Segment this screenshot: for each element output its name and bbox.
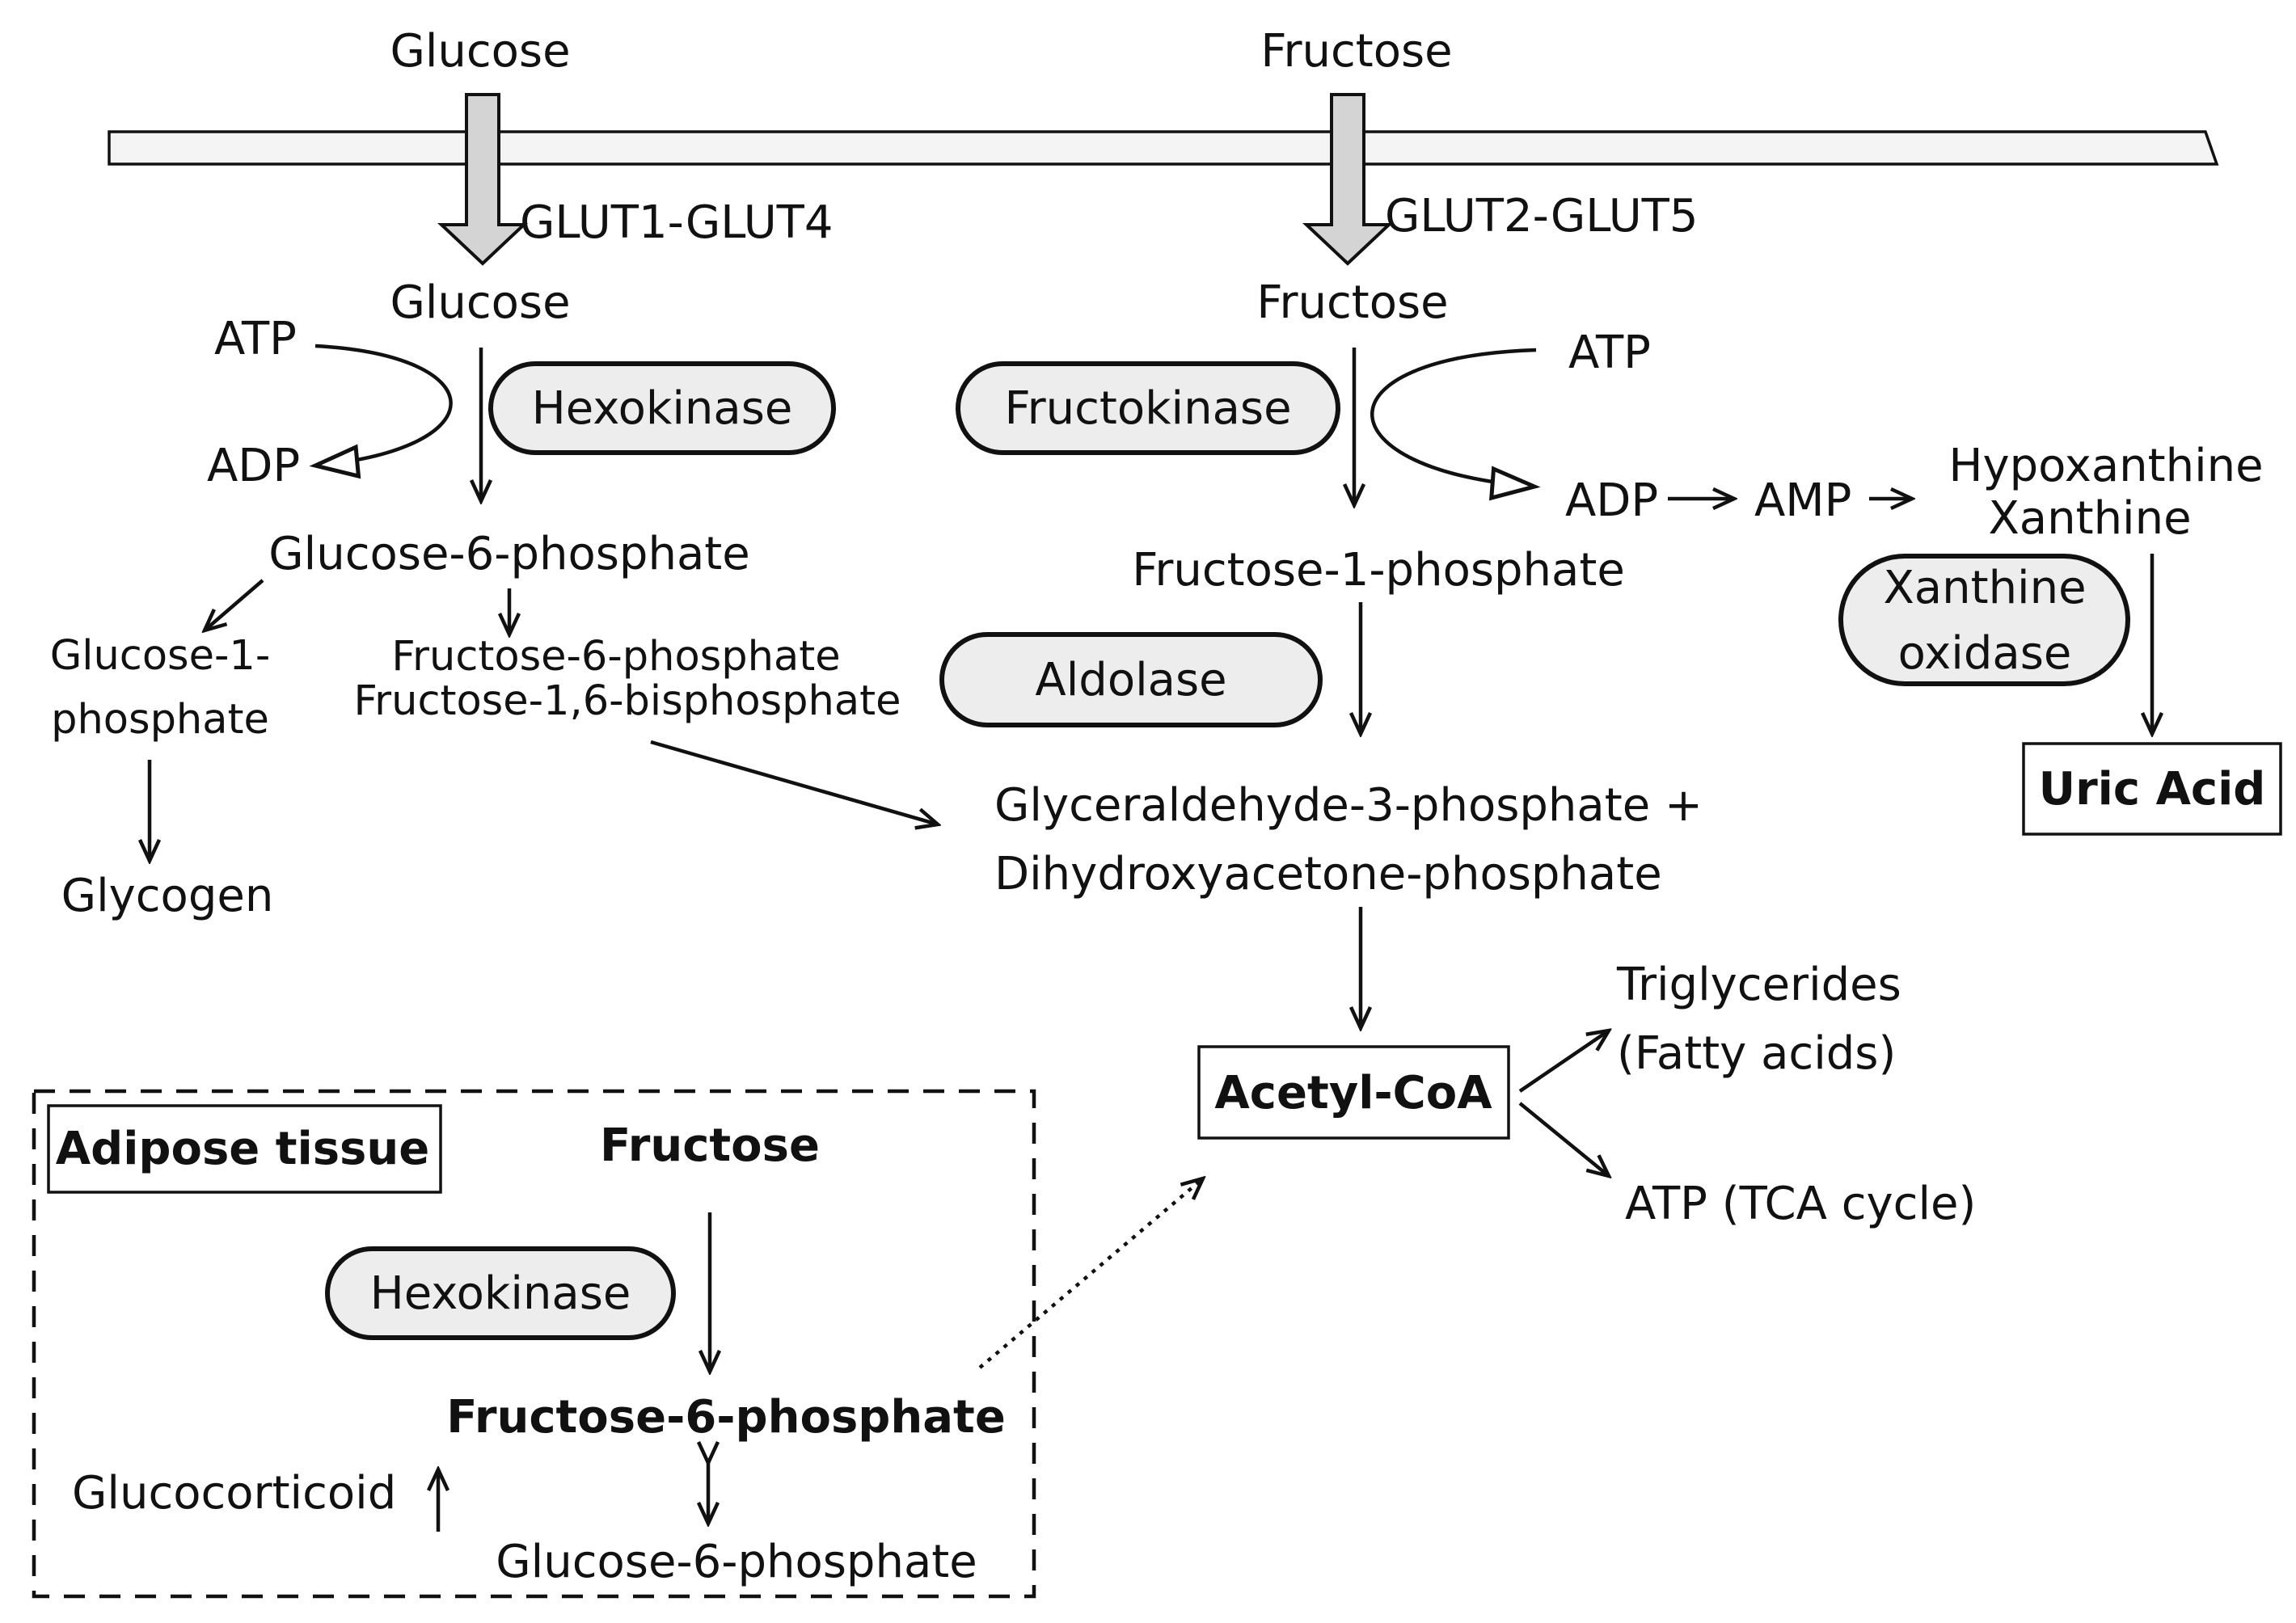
adipose-title: Adipose tissue <box>56 1123 429 1175</box>
acetylcoa-to-atp-arrow <box>1518 1102 1609 1176</box>
fructose-atp-to-adp-curve <box>1370 348 1541 501</box>
adipose-tissue-panel <box>32 1089 1036 1599</box>
fructose-adp-label: ADP <box>1565 474 1658 527</box>
f6p-label: Fructose-6-phosphate <box>391 633 840 681</box>
uric-acid-label: Uric Acid <box>2039 763 2266 816</box>
g6p-to-g1p-arrow <box>205 579 264 630</box>
xanthine-oxidase-label-line1: Xanthine <box>1883 562 2086 614</box>
glucocorticoid-label: Glucocorticoid <box>72 1467 396 1520</box>
xanthine-oxidase-label-line2: oxidase <box>1898 627 2072 680</box>
adipose-hexokinase-label: Hexokinase <box>370 1267 631 1320</box>
adipose-f6p-to-acetylcoa-dotted-arrow <box>978 1178 1203 1369</box>
fructose-inside-label: Fructose <box>1256 276 1448 329</box>
glucose-outside-label: Glucose <box>390 25 570 78</box>
fructokinase-label: Fructokinase <box>1004 382 1291 435</box>
g1p-label-line1: Glucose-1- <box>50 632 270 680</box>
hypoxanthine-label: Hypoxanthine <box>1948 440 2263 492</box>
aldolase-pill <box>939 632 1323 727</box>
adipose-fructose-label: Fructose <box>600 1119 820 1172</box>
glucose-atp-label: ATP <box>214 313 297 365</box>
g6p-label: Glucose-6-phosphate <box>268 528 749 580</box>
fatty-acids-label: (Fatty acids) <box>1617 1027 1896 1080</box>
adipose-title-box <box>47 1104 442 1194</box>
f16bp-label: Fructose-1,6-bisphosphate <box>354 677 901 725</box>
acetyl-coa-box <box>1197 1045 1510 1140</box>
f16bp-to-g3p-arrow <box>650 740 938 824</box>
glucose-transport-arrow <box>437 93 529 266</box>
glut-glucose-label: GLUT1-GLUT4 <box>520 196 834 249</box>
glucose-adp-label: ADP <box>207 440 300 492</box>
uric-acid-box <box>2022 742 2282 836</box>
hexokinase-pill <box>488 361 836 455</box>
xanthine-oxidase-pill <box>1838 554 2130 686</box>
g1p-label-line2: phosphate <box>51 696 269 744</box>
xanthine-label: Xanthine <box>1988 492 2191 545</box>
atp-to-adp-curve <box>309 344 453 479</box>
fructokinase-pill <box>956 361 1340 455</box>
aldolase-label: Aldolase <box>1035 654 1226 706</box>
f1p-label: Fructose-1-phosphate <box>1132 544 1625 597</box>
glycogen-label: Glycogen <box>61 870 274 922</box>
adipose-f6p-label: Fructose-6-phosphate <box>446 1391 1006 1444</box>
adipose-g6p-label: Glucose-6-phosphate <box>496 1536 977 1588</box>
adipose-hexokinase-pill <box>325 1246 676 1340</box>
hexokinase-label: Hexokinase <box>532 382 793 435</box>
amp-label: AMP <box>1754 474 1851 527</box>
fructose-outside-label: Fructose <box>1260 25 1452 78</box>
acetylcoa-to-triglycerides-arrow <box>1518 1031 1609 1093</box>
triglycerides-label: Triglycerides <box>1616 959 1901 1011</box>
glut-fructose-label: GLUT2-GLUT5 <box>1385 190 1699 242</box>
fructose-atp-label: ATP <box>1568 327 1651 379</box>
atp-tca-label: ATP (TCA cycle) <box>1625 1178 1976 1230</box>
cell-membrane <box>108 130 2219 166</box>
g3p-label: Glyceraldehyde-3-phosphate + <box>994 779 1703 832</box>
fructose-transport-arrow <box>1302 93 1394 266</box>
acetyl-coa-label: Acetyl-CoA <box>1214 1067 1492 1119</box>
dhap-label: Dihydroxyacetone-phosphate <box>994 848 1662 900</box>
glucose-inside-label: Glucose <box>390 276 570 329</box>
